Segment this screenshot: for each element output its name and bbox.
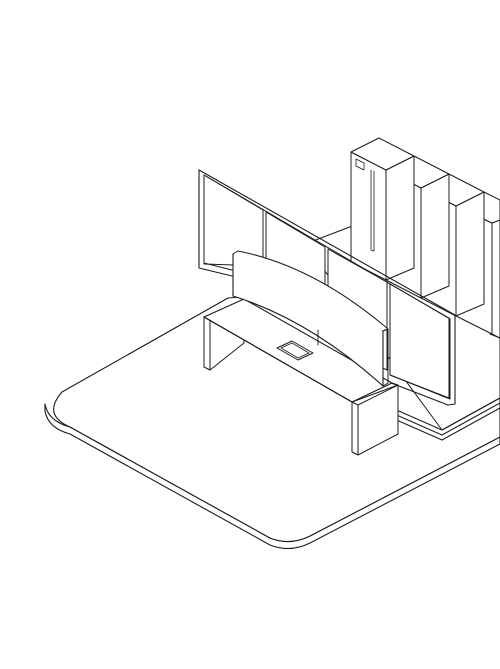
partition-frame-right-outer [447,314,456,406]
cabinet-1-groove [370,169,375,252]
desk-top-edge [203,316,399,403]
cabinet-1 [350,137,415,281]
floor-platform-edge [44,403,500,550]
storage-cabinets [350,137,500,339]
partition-frame-left-inner [203,174,233,271]
partition-frame-top-outer [198,169,456,316]
raised-platform-step-3 [391,407,500,441]
partition-pane-1 [203,174,264,267]
partition-frame-top-inner [203,174,451,320]
partition-frame-bottom-inner [389,374,451,400]
curved-panel-end-edge [382,328,389,387]
curved-panel-top-edge [232,250,389,332]
partition-mullion-3 [386,281,391,376]
partition-frame-left-outer [198,169,233,277]
desk-left-panel-front [203,316,211,371]
raised-platform-step-1 [391,397,500,431]
raised-platform-step-2 [391,402,500,436]
cabinet-1-side [385,155,415,281]
cable-port-inner [280,342,310,359]
desk-right-panel-front [351,401,359,456]
cabinet-1-handle [355,158,365,171]
desk-right-panel-side [357,384,399,456]
cabinet-4-side [491,219,500,339]
cabinet-1-front [350,151,387,281]
cabinet-2-side [420,173,450,299]
cabinet-3-side [455,191,485,317]
cable-port [276,340,314,361]
curved-panel [232,250,389,387]
cabinet-1-top [350,137,415,171]
